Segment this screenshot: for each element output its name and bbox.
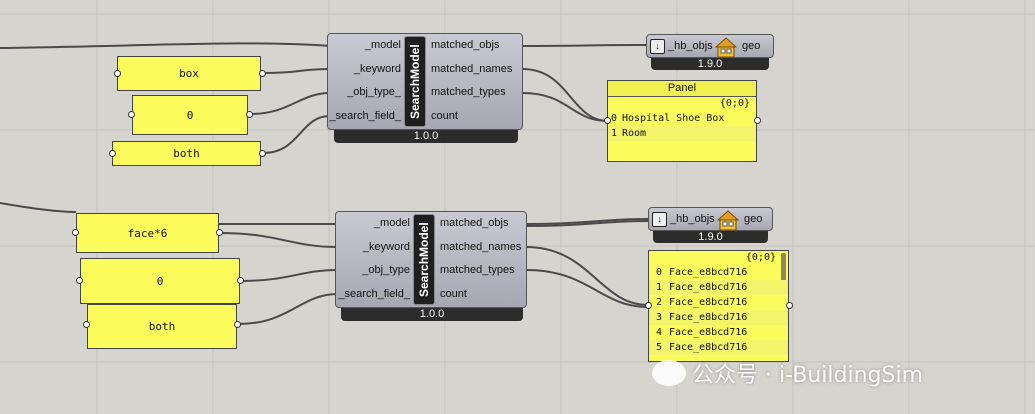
obj-type-value: 0 xyxy=(186,108,194,122)
row-text: Face_e8bcd716 xyxy=(669,312,748,323)
output-grip[interactable] xyxy=(237,277,244,284)
output-grip[interactable] xyxy=(754,117,761,124)
input-obj-type[interactable]: _obj_type xyxy=(362,264,410,276)
input-grip[interactable] xyxy=(76,277,83,284)
component-name: SearchModel xyxy=(404,36,426,127)
keyword-value: face*6 xyxy=(127,226,168,240)
arrow-down-icon[interactable]: ↓ xyxy=(652,212,667,227)
panel-path: {0;0} xyxy=(745,252,776,263)
input-grip[interactable] xyxy=(604,117,611,124)
watermark-text: 公众号 · i-BuildingSim xyxy=(692,363,924,388)
search-model-component[interactable]: _model _keyword _obj_type_ _search_field… xyxy=(327,33,523,130)
search-field-value: both xyxy=(148,320,176,333)
row-index: 4 xyxy=(656,327,663,338)
row-index: 0 xyxy=(656,267,663,278)
output-grip[interactable] xyxy=(259,70,266,77)
input-grip[interactable] xyxy=(114,70,121,77)
row-index: 0 xyxy=(611,113,618,124)
input-grip[interactable] xyxy=(645,302,652,309)
watermark: 公众号 · i-BuildingSim xyxy=(652,357,923,389)
panel-row: 1 Room xyxy=(608,126,756,141)
keyword-input-panel[interactable]: face*6 xyxy=(76,213,219,253)
keyword-value: box xyxy=(179,67,199,80)
output-grip[interactable] xyxy=(259,150,266,157)
search-field-input-panel[interactable]: both xyxy=(87,304,237,349)
row-text: Room xyxy=(622,128,647,139)
input-keyword[interactable]: _keyword xyxy=(362,241,410,253)
row-index: 1 xyxy=(656,282,663,293)
output-count[interactable]: count xyxy=(440,288,467,300)
panel-row: 4 Face_e8bcd716 xyxy=(649,325,788,340)
hb-version: 1.9.0 xyxy=(653,231,768,243)
panel-title: Panel xyxy=(608,81,756,97)
panel-row: 3 Face_e8bcd716 xyxy=(649,310,788,325)
hb-objs-input[interactable]: _hb_objs xyxy=(668,40,713,52)
output-count[interactable]: count xyxy=(431,110,458,122)
panel-row: 5 Face_e8bcd716 xyxy=(649,340,788,355)
input-search-field[interactable]: _search_field_ xyxy=(329,110,401,122)
hb-objs-component[interactable]: ↓ _hb_objs geo xyxy=(646,34,774,58)
row-index: 5 xyxy=(656,342,663,353)
obj-type-input-panel[interactable]: 0 xyxy=(132,95,248,135)
arrow-down-icon[interactable]: ↓ xyxy=(650,39,665,54)
output-matched-objs[interactable]: matched_objs xyxy=(431,39,500,51)
input-grip[interactable] xyxy=(109,150,116,157)
input-grip[interactable] xyxy=(83,321,90,328)
input-search-field[interactable]: _search_field_ xyxy=(338,288,410,300)
input-obj-type[interactable]: _obj_type_ xyxy=(347,86,401,98)
component-version: 1.0.0 xyxy=(334,130,518,143)
row-index: 3 xyxy=(656,312,663,323)
output-grip[interactable] xyxy=(234,321,241,328)
panel-row: 1 Face_e8bcd716 xyxy=(649,280,788,295)
obj-type-value: 0 xyxy=(156,274,164,288)
panel-row: 2 Face_e8bcd716 xyxy=(649,295,788,310)
output-panel[interactable]: Panel {0;0} 0 Hospital Shoe Box 1 Room xyxy=(607,80,757,162)
row-text: Face_e8bcd716 xyxy=(669,297,748,308)
output-grip[interactable] xyxy=(216,229,223,236)
panel-row: 0 Face_e8bcd716 xyxy=(649,265,788,280)
panel-scrollbar[interactable] xyxy=(781,253,786,283)
search-model-component[interactable]: _model _keyword _obj_type _search_field_… xyxy=(335,211,527,308)
row-text: Face_e8bcd716 xyxy=(669,327,748,338)
hb-objs-component[interactable]: ↓ _hb_objs geo xyxy=(648,207,773,231)
hb-geo-output[interactable]: geo xyxy=(744,213,763,225)
row-text: Face_e8bcd716 xyxy=(669,342,748,353)
output-matched-names[interactable]: matched_names xyxy=(440,241,522,253)
row-index: 1 xyxy=(611,128,618,139)
row-text: Face_e8bcd716 xyxy=(669,282,748,293)
row-index: 2 xyxy=(656,297,663,308)
keyword-input-panel[interactable]: box xyxy=(117,56,261,91)
wechat-icon xyxy=(652,360,686,386)
hb-objs-input[interactable]: _hb_objs xyxy=(670,213,715,225)
output-grip[interactable] xyxy=(786,302,793,309)
input-grip[interactable] xyxy=(128,111,135,118)
honeybee-house-icon xyxy=(717,210,739,231)
component-version: 1.0.0 xyxy=(341,308,523,321)
output-matched-names[interactable]: matched_names xyxy=(431,63,513,75)
obj-type-input-panel[interactable]: 0 xyxy=(80,258,240,304)
row-text: Hospital Shoe Box xyxy=(622,113,725,124)
output-matched-objs[interactable]: matched_objs xyxy=(440,217,509,229)
panel-row: 0 Hospital Shoe Box xyxy=(608,111,756,126)
input-model[interactable]: _model xyxy=(373,217,410,229)
row-text: Face_e8bcd716 xyxy=(669,267,748,278)
search-field-value: both xyxy=(173,147,200,160)
component-name: SearchModel xyxy=(413,214,435,305)
hb-geo-output[interactable]: geo xyxy=(742,40,761,52)
panel-path: {0;0} xyxy=(719,98,750,109)
search-field-input-panel[interactable]: both xyxy=(112,141,261,166)
honeybee-house-icon xyxy=(715,37,737,58)
input-grip[interactable] xyxy=(72,229,79,236)
output-matched-types[interactable]: matched_types xyxy=(440,264,515,276)
output-grip[interactable] xyxy=(246,111,253,118)
input-model[interactable]: _model xyxy=(364,39,401,51)
input-keyword[interactable]: _keyword xyxy=(353,63,401,75)
hb-version: 1.9.0 xyxy=(651,58,769,70)
output-matched-types[interactable]: matched_types xyxy=(431,86,506,98)
